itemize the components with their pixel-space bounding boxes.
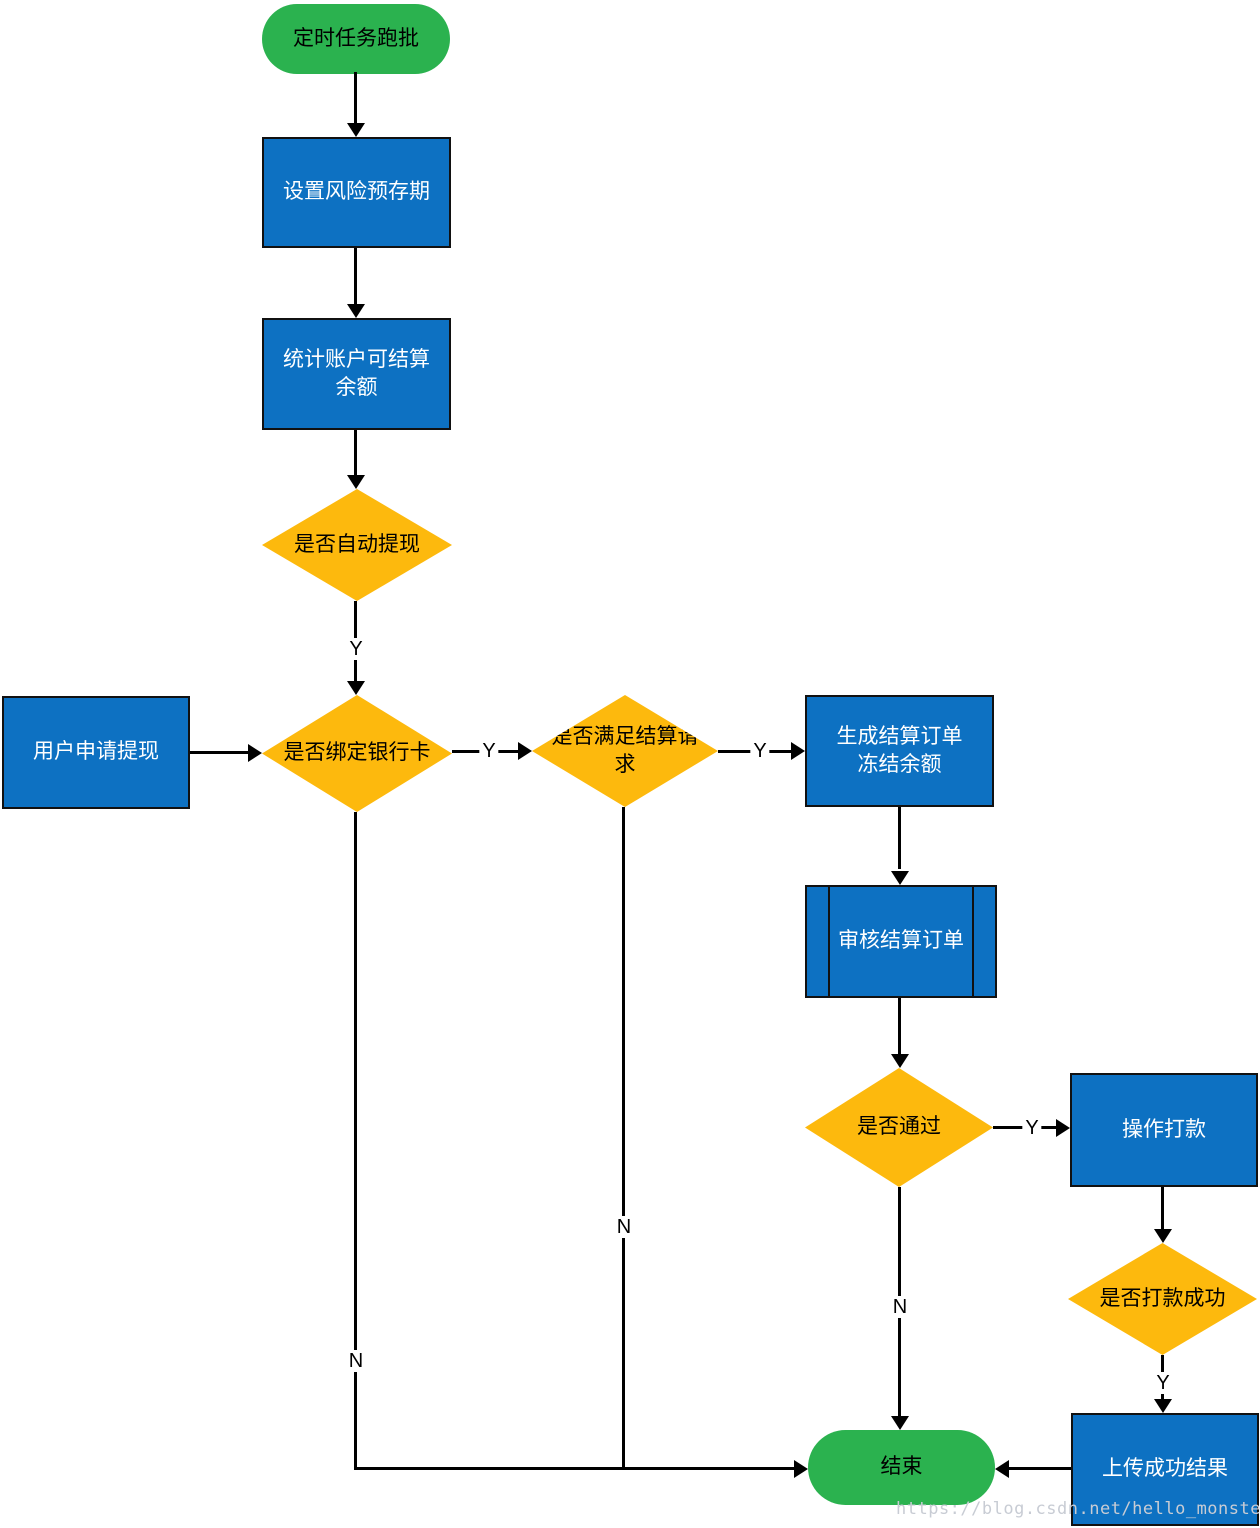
process-upload-success-result-label: 上传成功结果 xyxy=(1102,1457,1228,1481)
predefined-process-right-bar xyxy=(972,887,974,996)
process-upload-success-result: 上传成功结果 xyxy=(1071,1413,1259,1526)
decision-meet-settlement-request-label: 是否满足结算请求 xyxy=(551,724,699,776)
connector-payment-to-success xyxy=(1161,1187,1164,1229)
connector-audit-to-approved xyxy=(898,998,901,1055)
process-generate-settlement-order-label: 生成结算订单 冻结余额 xyxy=(836,724,963,776)
arrowhead-bind-to-meet xyxy=(518,742,532,760)
arrowhead-set-risk-to-count xyxy=(347,304,365,318)
decision-bind-bank-card-label: 是否绑定银行卡 xyxy=(283,741,431,765)
arrowhead-upload-to-end xyxy=(995,1460,1009,1478)
decision-payment-success-label: 是否打款成功 xyxy=(1099,1286,1226,1310)
decision-bind-bank-card: 是否绑定银行卡 xyxy=(262,695,452,812)
connector-start-to-set-risk xyxy=(354,72,357,124)
process-set-risk-period-label: 设置风险预存期 xyxy=(283,180,430,204)
arrowhead-meet-to-generate xyxy=(791,742,805,760)
arrowhead-payment-to-success xyxy=(1154,1229,1172,1243)
connector-no-merge-to-end xyxy=(354,1467,794,1470)
predefined-process-left-bar xyxy=(828,887,830,996)
connector-generate-to-audit xyxy=(898,807,901,869)
edge-label-meet-settlement-yes: Y xyxy=(750,740,770,762)
process-user-apply-withdraw: 用户申请提现 xyxy=(2,696,190,809)
arrowhead-count-to-auto xyxy=(347,475,365,489)
process-user-apply-withdraw-label: 用户申请提现 xyxy=(33,740,159,764)
connector-bind-no-vertical xyxy=(354,812,357,1470)
edge-label-bind-card-yes: Y xyxy=(479,740,499,762)
connector-count-to-auto xyxy=(354,430,357,476)
edge-label-bind-card-no: N xyxy=(345,1350,367,1372)
subprocess-audit-settlement-order-label: 审核结算订单 xyxy=(838,929,964,953)
process-make-payment-label: 操作打款 xyxy=(1122,1117,1206,1141)
edge-label-approved-no: N xyxy=(889,1296,911,1318)
arrowhead-success-to-upload xyxy=(1154,1399,1172,1413)
arrowhead-user-to-bind xyxy=(248,744,262,762)
decision-auto-withdraw: 是否自动提现 xyxy=(262,489,452,601)
process-generate-settlement-order: 生成结算订单 冻结余额 xyxy=(805,695,994,807)
edge-label-meet-settlement-no: N xyxy=(613,1216,635,1238)
connector-set-risk-to-count xyxy=(354,248,357,305)
arrowhead-start-to-set-risk xyxy=(347,123,365,137)
start-node: 定时任务跑批 xyxy=(262,4,450,74)
edge-label-payment-success-yes: Y xyxy=(1153,1372,1173,1394)
arrowhead-approved-to-payment xyxy=(1056,1119,1070,1137)
decision-approved-label: 是否通过 xyxy=(857,1115,941,1139)
process-make-payment: 操作打款 xyxy=(1070,1073,1258,1187)
arrowhead-approved-no-to-end xyxy=(891,1416,909,1430)
decision-approved: 是否通过 xyxy=(805,1068,993,1187)
arrowhead-generate-to-audit xyxy=(891,871,909,885)
connector-meet-no-vertical xyxy=(622,807,625,1470)
process-count-settleable-balance-label: 统计账户可结算余额 xyxy=(283,347,430,399)
csdn-watermark: https://blog.csdn.net/hello_monster xyxy=(896,1499,1260,1519)
subprocess-audit-settlement-order: 审核结算订单 xyxy=(805,885,997,998)
decision-auto-withdraw-label: 是否自动提现 xyxy=(294,532,420,556)
arrowhead-audit-to-approved xyxy=(891,1054,909,1068)
arrowhead-no-merge-to-end xyxy=(794,1460,808,1478)
edge-label-auto-withdraw-yes: Y xyxy=(346,638,366,660)
end-node-label: 结束 xyxy=(880,1455,923,1479)
end-node: 结束 xyxy=(808,1430,995,1505)
connector-user-to-bind xyxy=(190,751,248,754)
decision-meet-settlement-request: 是否满足结算请求 xyxy=(532,695,718,807)
connector-upload-to-end xyxy=(1009,1467,1071,1470)
arrowhead-auto-to-bind xyxy=(347,681,365,695)
start-node-label: 定时任务跑批 xyxy=(293,26,419,50)
process-count-settleable-balance: 统计账户可结算余额 xyxy=(262,318,451,430)
process-set-risk-period: 设置风险预存期 xyxy=(262,137,451,248)
edge-label-approved-yes: Y xyxy=(1022,1117,1042,1139)
decision-payment-success: 是否打款成功 xyxy=(1068,1243,1257,1355)
